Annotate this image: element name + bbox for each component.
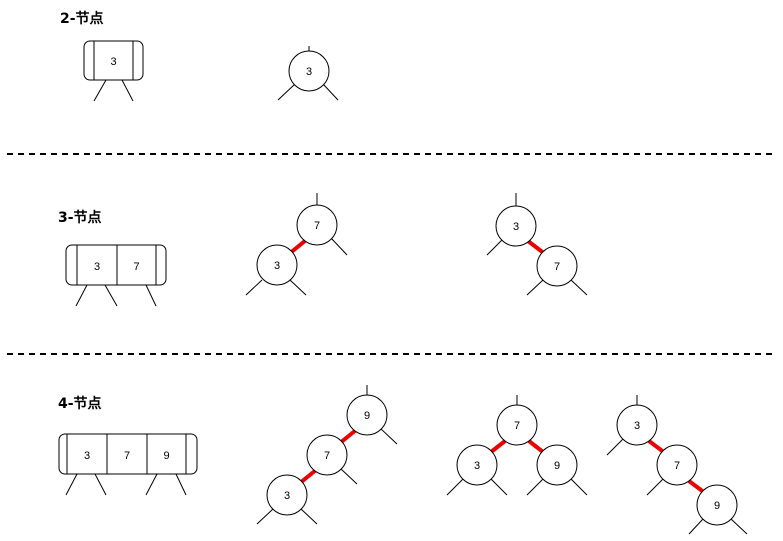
tree-node-key: 3 xyxy=(284,490,290,502)
tree-node-key: 9 xyxy=(714,500,720,512)
tree-node-key: 7 xyxy=(324,450,330,462)
tree-node-key: 3 xyxy=(634,420,640,432)
tree-node xyxy=(536,444,578,486)
key-cell: 3 xyxy=(94,261,100,273)
tree-node xyxy=(306,434,348,476)
four-node-right-chain-tree: 3 7 9 xyxy=(606,395,748,535)
tree-node xyxy=(256,244,298,286)
section-title-4-node: 4-节点 xyxy=(58,395,102,412)
tree-node-key: 3 xyxy=(274,260,280,272)
four-node-balanced-tree: 7 3 9 xyxy=(446,395,588,496)
tree-node-key: 3 xyxy=(474,460,480,472)
key-cell: 3 xyxy=(84,450,90,462)
red-link xyxy=(489,439,507,454)
tree-node xyxy=(495,205,537,247)
three-node-box: 3 7 xyxy=(65,244,167,307)
tree-node xyxy=(616,404,658,446)
key-cell: 9 xyxy=(163,450,169,462)
key-cell: 7 xyxy=(124,450,130,462)
node-box-outline xyxy=(83,40,144,81)
red-link xyxy=(527,439,545,454)
tree-node-key: 3 xyxy=(306,66,312,78)
tree-node xyxy=(288,50,330,92)
tree-node xyxy=(656,444,698,486)
section-title-2-node: 2-节点 xyxy=(60,10,104,27)
section-title-3-node: 3-节点 xyxy=(58,209,102,226)
red-link xyxy=(298,468,318,485)
three-node-left-leaning-tree: 7 3 xyxy=(245,193,348,296)
tree-node xyxy=(266,474,308,516)
red-link xyxy=(526,239,547,256)
node-box-outline xyxy=(58,433,198,475)
tree-node-key: 7 xyxy=(514,420,520,432)
tree-node xyxy=(496,404,538,446)
tree-node-key: 7 xyxy=(314,220,320,232)
four-node-box: 3 7 9 xyxy=(58,433,198,496)
two-node-box: 3 xyxy=(83,40,144,102)
two-node-tree: 3 xyxy=(277,46,339,101)
tree-node xyxy=(456,444,498,486)
tree-node xyxy=(346,394,388,436)
tree-node xyxy=(296,204,338,246)
four-node-left-chain-tree: 9 7 3 xyxy=(256,385,398,525)
tree-node xyxy=(536,245,578,287)
tree-node-key: 9 xyxy=(364,410,370,422)
tree-node xyxy=(696,484,738,526)
node-box-outline xyxy=(65,244,167,286)
tree-node-key: 9 xyxy=(554,460,560,472)
three-node-right-leaning-tree: 3 7 xyxy=(486,193,588,296)
tree-node-key: 7 xyxy=(674,460,680,472)
key-cell: 7 xyxy=(133,261,139,273)
red-link xyxy=(338,428,358,445)
key-cell: 3 xyxy=(110,56,116,68)
tree-node-key: 3 xyxy=(513,221,519,233)
tree-node-key: 7 xyxy=(554,261,560,273)
